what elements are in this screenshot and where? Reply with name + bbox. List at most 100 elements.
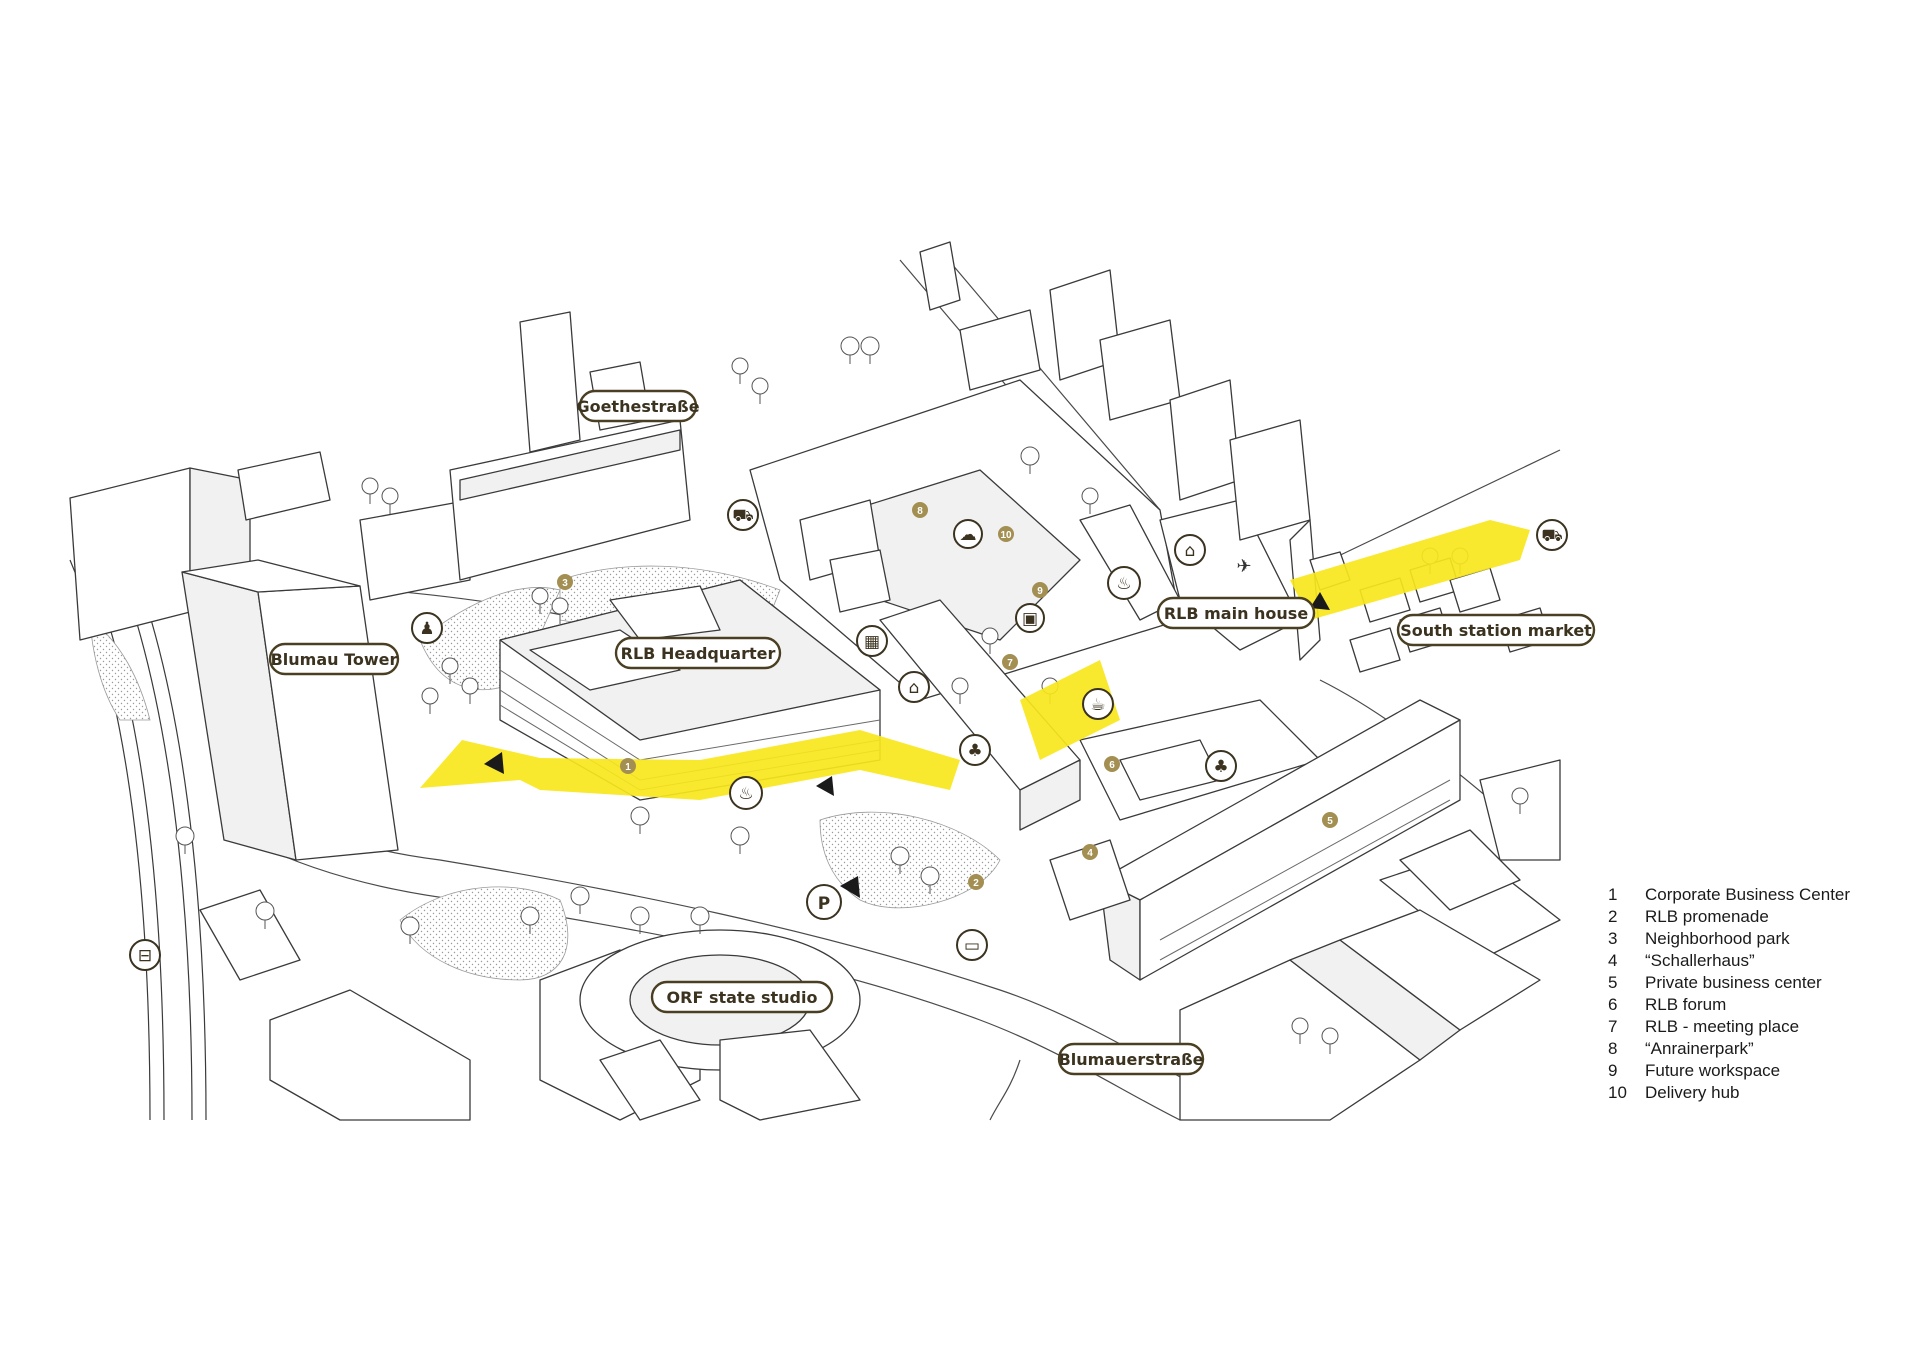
svg-text:Blumauerstraße: Blumauerstraße [1059,1050,1204,1069]
label-blumauerstrasse: Blumauerstraße [1057,1042,1205,1076]
legend-number: 8 [1608,1039,1618,1058]
svg-text:⛟: ⛟ [732,506,753,526]
delivery-box-icon: ▣ [1015,603,1045,633]
marker-9: 9 [1032,582,1048,598]
legend-row: 10 Delivery hub [1608,1082,1908,1104]
marker-4: 4 [1082,844,1098,860]
svg-text:2: 2 [973,878,979,889]
meeting-icon: ♣ [959,734,991,766]
train-icon: ⊟ [129,939,161,971]
svg-text:⛟: ⛟ [1541,526,1562,546]
marker-5: 5 [1322,812,1338,828]
label-blumau-tower: Blumau Tower [268,642,400,676]
legend-number: 6 [1608,995,1618,1014]
svg-text:4: 4 [1087,848,1093,859]
svg-text:ORF state studio: ORF state studio [667,988,818,1007]
marker-1: 1 [620,758,636,774]
shopping-bag-icon-east: ⛟ [1536,519,1568,551]
legend-number: 2 [1608,907,1618,926]
drone-icon: ✈ [1236,556,1251,576]
svg-text:Blumau Tower: Blumau Tower [271,650,398,669]
svg-text:✈: ✈ [1236,556,1251,576]
legend-label: “Anrainerpark” [1645,1039,1754,1058]
restaurant-icon: ♨ [729,776,763,810]
svg-text:☕: ☕ [1090,695,1105,715]
cafe-icon: ☕ [1082,688,1114,720]
svg-text:⌂: ⌂ [1185,541,1196,561]
legend-row: 6 RLB forum [1608,994,1908,1016]
svg-text:1: 1 [625,762,631,773]
legend: 1 Corporate Business Center 2 RLB promen… [1608,884,1908,1104]
svg-text:☁: ☁ [960,525,977,545]
legend-number: 5 [1608,973,1618,992]
meeting-icon-forum: ♣ [1205,750,1237,782]
market-stall-icon-main: ⌂ [1174,534,1206,566]
presentation-icon: ▦ [856,625,888,657]
svg-text:3: 3 [562,578,568,589]
legend-row: 3 Neighborhood park [1608,928,1908,950]
legend-row: 1 Corporate Business Center [1608,884,1908,906]
legend-label: Private business center [1645,973,1822,992]
legend-number: 10 [1608,1083,1627,1102]
legend-number: 4 [1608,951,1618,970]
svg-text:♣: ♣ [1213,757,1228,777]
svg-text:RLB main house: RLB main house [1164,604,1308,623]
playground-icon: ♟ [411,612,443,644]
legend-number: 9 [1608,1061,1618,1080]
legend-label: Neighborhood park [1645,929,1790,948]
marker-8: 8 [912,502,928,518]
rlb-promenade-path [420,520,1530,800]
label-rlb-headquarter: RLB Headquarter [614,636,782,670]
market-stall-icon: ⌂ [898,671,930,703]
number-badges: 1 2 3 4 5 6 7 8 9 10 [557,502,1338,890]
svg-text:8: 8 [917,506,923,517]
svg-text:Goethestraße: Goethestraße [576,397,699,416]
svg-text:⌂: ⌂ [909,678,920,698]
label-goethestrasse: Goethestraße [576,389,700,423]
svg-text:RLB Headquarter: RLB Headquarter [621,644,776,663]
legend-label: Corporate Business Center [1645,885,1851,904]
legend-row: 4 “Schallerhaus” [1608,950,1908,972]
marker-6: 6 [1104,756,1120,772]
marker-2: 2 [968,874,984,890]
arrow-up-main [1310,592,1330,610]
restaurant-icon-courtyard: ♨ [1107,566,1141,600]
svg-text:P: P [818,894,830,914]
label-orf-state-studio: ORF state studio [650,980,834,1014]
legend-label: “Schallerhaus” [1645,951,1755,970]
arrow-parking [840,876,860,898]
legend-row: 5 Private business center [1608,972,1908,994]
marker-3: 3 [557,574,573,590]
marker-7: 7 [1002,654,1018,670]
arrow-left-west [484,752,504,774]
legend-label: Future workspace [1645,1061,1781,1080]
legend-label: RLB forum [1645,995,1727,1014]
svg-text:⊟: ⊟ [138,946,152,966]
label-rlb-main-house: RLB main house [1156,596,1316,630]
shopping-bag-icon: ⛟ [727,499,759,531]
svg-text:♟: ♟ [419,619,434,639]
svg-text:♣: ♣ [967,741,982,761]
arrow-left-center [816,776,834,796]
svg-text:▣: ▣ [1022,609,1038,629]
cloud-icon: ☁ [953,519,983,549]
legend-number: 1 [1608,885,1618,904]
svg-text:5: 5 [1327,816,1333,827]
parking-icon: P [806,884,842,920]
label-south-station-market: South station market [1396,613,1596,647]
svg-text:▦: ▦ [864,632,880,652]
direction-arrows [484,592,1330,898]
svg-text:♨: ♨ [738,784,753,804]
marker-10: 10 [998,526,1014,542]
legend-label: RLB promenade [1645,907,1769,926]
svg-text:♨: ♨ [1116,574,1131,594]
legend-label: Delivery hub [1645,1083,1740,1102]
bus-icon: ▭ [956,929,988,961]
legend-number: 7 [1608,1017,1618,1036]
legend-row: 8 “Anrainerpark” [1608,1038,1908,1060]
place-labels: Goethestraße Blumau Tower RLB Headquarte… [268,389,1596,1076]
legend-row: 7 RLB - meeting place [1608,1016,1908,1038]
svg-text:9: 9 [1037,586,1043,597]
legend-row: 2 RLB promenade [1608,906,1908,928]
